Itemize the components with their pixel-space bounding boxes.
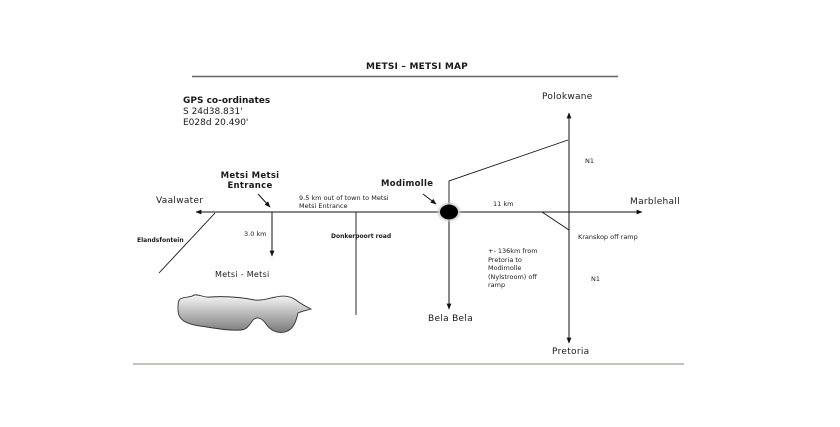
label-metsi-metsi-entrance: Metsi Metsi Entrance: [215, 171, 285, 192]
label-metsi-metsi: Metsi - Metsi: [215, 270, 270, 279]
note-line: Pretoria to: [488, 255, 522, 264]
gps-heading: GPS co-ordinates: [183, 96, 271, 106]
entrance-pointer-arrow: [257, 193, 271, 208]
label-polokwane: Polokwane: [542, 92, 593, 102]
annotation-entrance-line2: Metsi Entrance: [299, 202, 348, 210]
map-title: METSI – METSI MAP: [366, 62, 468, 72]
label-kranskop-off-ramp: Kranskop off ramp: [578, 233, 638, 241]
modimolle-pointer-arrow: [422, 193, 437, 205]
label-donkerpoort-road: Donkerpoort road: [331, 233, 392, 240]
annotation-11km: 11 km: [493, 200, 514, 208]
annotation-pretoria-note: +- 136km from Pretoria to Modimolle (Nyl…: [488, 247, 538, 290]
label-marblehall: Marblehall: [630, 197, 680, 207]
road-modimolle-to-n1: [448, 139, 569, 206]
note-line: +- 136km from: [488, 247, 538, 255]
annotation-3km: 3.0 km: [244, 230, 267, 238]
label-elandsfontein: Elandsfontein: [137, 237, 184, 244]
annotation-n1-upper: N1: [585, 157, 594, 165]
note-line: (Nylstroom) off: [488, 272, 537, 281]
note-line: Modimolle: [488, 264, 522, 272]
annotation-n1-lower: N1: [591, 275, 600, 283]
label-modimolle: Modimolle: [381, 179, 434, 189]
road-kranskop-ramp: [541, 211, 570, 231]
label-vaalwater: Vaalwater: [156, 196, 204, 206]
annotation-entrance-line1: 9.5 km out of town to Metsi: [299, 194, 389, 202]
gps-latitude: S 24d38.831': [183, 107, 243, 117]
label-entrance-line1: Metsi Metsi: [220, 171, 280, 181]
road-elandsfontein: [158, 212, 216, 274]
modimolle-town-marker: [440, 204, 458, 220]
metsi-dam-lake: [177, 294, 313, 333]
label-entrance-line2: Entrance: [227, 180, 273, 191]
gps-longitude: E028d 20.490': [183, 118, 249, 128]
label-pretoria: Pretoria: [552, 347, 590, 357]
label-bela-bela: Bela Bela: [428, 314, 474, 324]
note-line: ramp: [488, 281, 506, 289]
gps-coordinates: GPS co-ordinates S 24d38.831' E028d 20.4…: [183, 96, 270, 129]
annotation-entrance-distance: 9.5 km out of town to Metsi Metsi Entran…: [299, 194, 389, 210]
